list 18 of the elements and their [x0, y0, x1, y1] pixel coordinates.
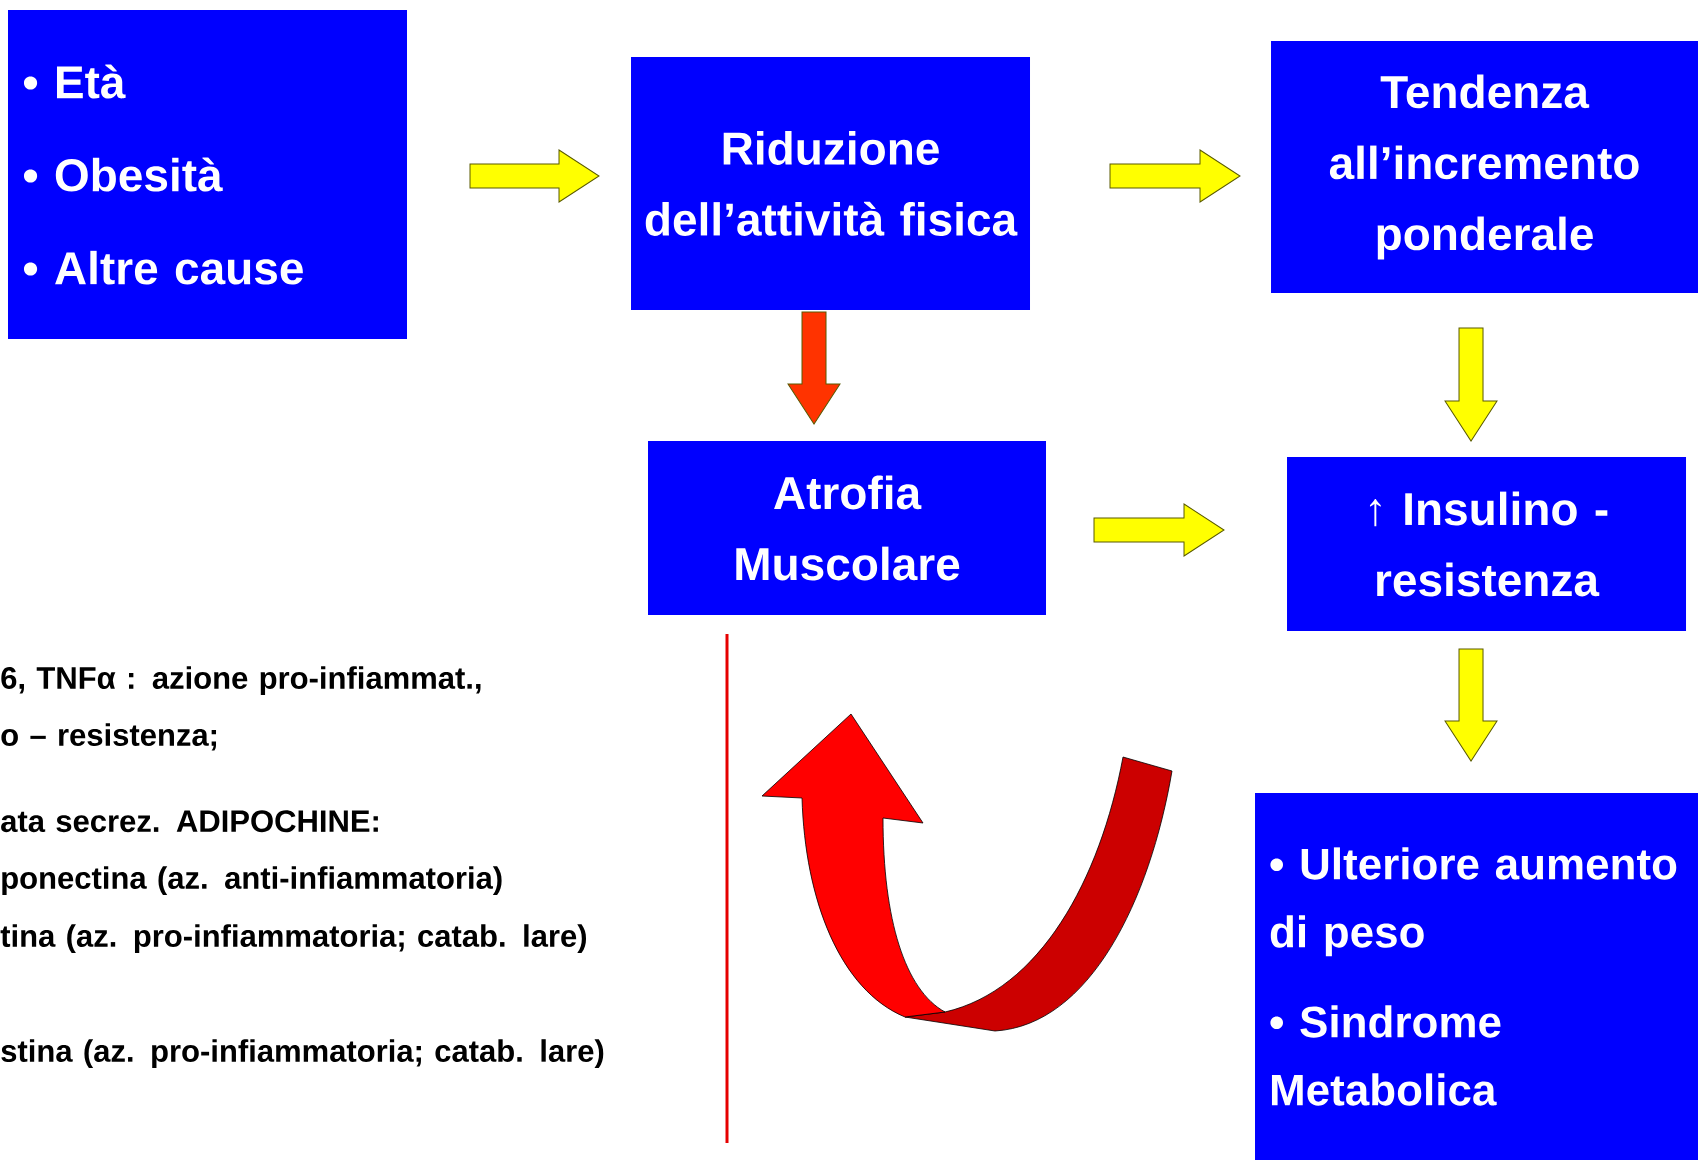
process-box: ↑ Insulino - resistenza	[1287, 457, 1686, 631]
note-text: stina (az. pro-infiammatoria; catab. lare)	[1, 1039, 604, 1069]
note-text: ata secrez. ADIPOCHINE:	[1, 810, 378, 833]
block-arrow	[1093, 503, 1225, 557]
bullet-list-box: • Età • Obesità • Altre cause	[8, 10, 407, 339]
process-box: Riduzione dell’attività fisica	[631, 57, 1030, 310]
block-arrow	[787, 311, 841, 425]
block-arrow	[469, 149, 600, 203]
note-text: ponectina (az. anti-infiammatoria)	[2, 866, 502, 896]
bullet-list-box: • Ulteriore aumento di peso • Sindrome Metabolica	[1255, 793, 1698, 1160]
note-text: o – resistenza;	[1, 723, 216, 751]
block-arrow	[1444, 648, 1498, 762]
block-arrow	[1109, 149, 1241, 203]
process-box: Tendenza all’incremento ponderale	[1271, 41, 1698, 293]
note-text: 6, TNFα : azione pro-infiammat.,	[1, 666, 481, 696]
process-box: Atrofia Muscolare	[648, 441, 1046, 615]
note-text: tina (az. pro-infiammatoria; catab. lare)	[0, 924, 586, 954]
block-arrow	[1444, 327, 1498, 442]
